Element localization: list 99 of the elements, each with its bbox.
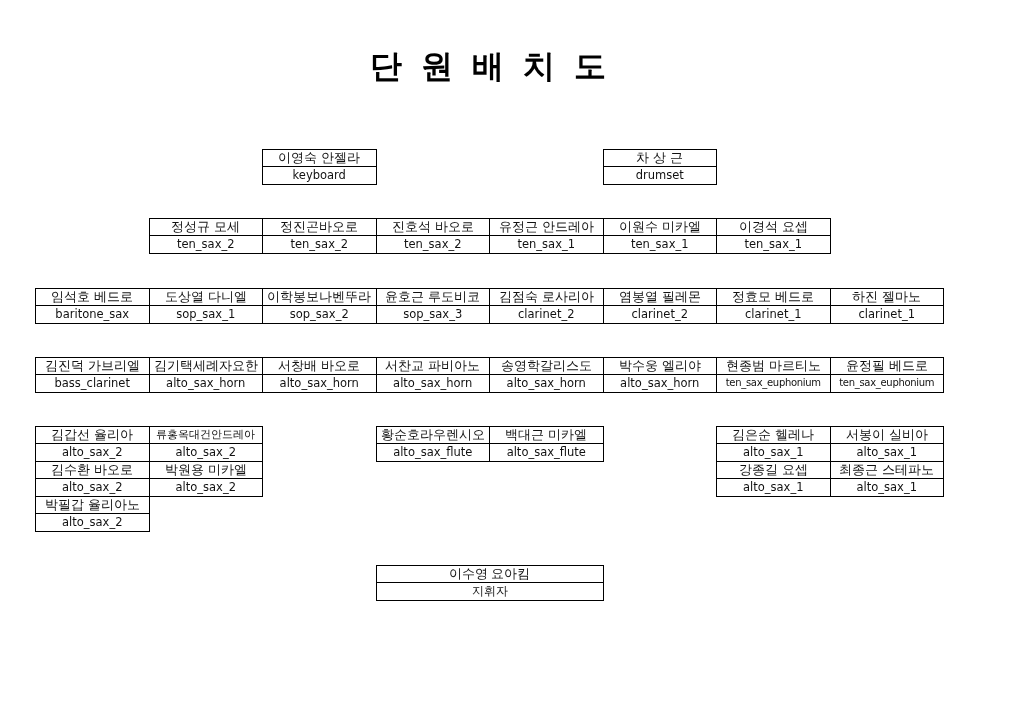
instrument-part: alto_sax_horn <box>392 375 474 392</box>
instrument-part: keyboard <box>291 167 347 184</box>
instrument-part: alto_sax_horn <box>619 375 701 392</box>
instrument-part: alto_sax_1 <box>742 444 805 461</box>
seat-box <box>716 357 831 393</box>
seat-box <box>489 288 604 324</box>
instrument-part: clarinet_1 <box>857 306 916 323</box>
instrument-part: ten_sax_euphonium <box>838 376 936 391</box>
player-name: 이수영 요아킴 <box>376 566 603 583</box>
instrument-part: sop_sax_3 <box>402 306 464 323</box>
instrument-part: ten_sax_1 <box>743 236 803 253</box>
seat-box <box>829 357 944 393</box>
seat-box <box>148 288 263 324</box>
instrument-part: clarinet_2 <box>517 306 576 323</box>
instrument-part: alto_sax_2 <box>61 514 124 531</box>
seat-box <box>262 218 377 254</box>
seat-box <box>35 288 150 324</box>
instrument-part: ten_sax_2 <box>175 236 236 253</box>
seat-box <box>262 357 377 393</box>
player-name: 이학봉보나벤뚜라 <box>263 289 376 306</box>
player-name: 백대근 미카엘 <box>490 427 603 444</box>
seat-box <box>375 288 490 324</box>
seat-box <box>262 149 377 185</box>
player-name: 박원용 미카엘 <box>149 462 262 479</box>
player-name: 김은순 헬레나 <box>717 427 830 444</box>
instrument-part: alto_sax_horn <box>505 375 587 392</box>
player-name: 서봉이 실비아 <box>830 427 943 444</box>
seat-box <box>602 288 717 324</box>
seat-box <box>262 288 377 324</box>
instrument-part: alto_sax_2 <box>174 444 237 461</box>
player-name: 김진덕 가브리엘 <box>36 358 149 375</box>
seat-box <box>148 218 263 254</box>
seat-box <box>489 426 604 462</box>
instrument-part: alto_sax_1 <box>742 479 805 496</box>
player-name: 이영숙 안젤라 <box>263 150 376 167</box>
instrument-part: 지휘자 <box>470 583 509 600</box>
instrument-part: ten_sax_1 <box>516 236 576 253</box>
player-name: 서창배 바오로 <box>263 358 376 375</box>
player-name: 하진 젤마노 <box>830 289 943 306</box>
seat-box <box>489 357 604 393</box>
seat-box <box>489 218 604 254</box>
seat-box <box>829 461 944 497</box>
seat-box <box>35 461 150 497</box>
player-name: 김점숙 로사리아 <box>490 289 603 306</box>
instrument-part: sop_sax_1 <box>175 306 237 323</box>
instrument-part: baritone_sax <box>54 306 131 323</box>
seat-box <box>148 357 263 393</box>
player-name: 윤정필 베드로 <box>830 358 943 375</box>
instrument-part: alto_sax_horn <box>165 375 247 392</box>
instrument-part: alto_sax_2 <box>61 444 124 461</box>
seat-box <box>375 357 490 393</box>
instrument-part: alto_sax_1 <box>855 444 918 461</box>
seat-box <box>602 149 717 185</box>
seat-box <box>716 461 831 497</box>
seat-box <box>716 288 831 324</box>
instrument-part: clarinet_2 <box>630 306 689 323</box>
instrument-part: ten_sax_2 <box>402 236 463 253</box>
instrument-part: ten_sax_2 <box>289 236 349 253</box>
player-name: 김갑선 율리아 <box>36 427 149 444</box>
seat-box <box>375 426 490 462</box>
player-name: 정효모 베드로 <box>717 289 830 306</box>
seat-box <box>829 288 944 324</box>
seat-box <box>35 357 150 393</box>
instrument-part: alto_sax_flute <box>505 444 587 461</box>
page-title: 단 원 배 치 도 <box>368 46 612 87</box>
instrument-part: alto_sax_2 <box>61 479 124 496</box>
player-name: 현종범 마르티노 <box>717 358 830 375</box>
instrument-part: ten_sax_1 <box>629 236 690 253</box>
instrument-part: alto_sax_flute <box>392 444 474 461</box>
instrument-part: clarinet_1 <box>744 306 803 323</box>
seat-box <box>716 426 831 462</box>
seat-box <box>35 426 150 462</box>
seat-box <box>148 426 263 462</box>
instrument-part: alto_sax_horn <box>278 375 360 392</box>
instrument-part: sop_sax_2 <box>288 306 350 323</box>
player-name: 김수환 바오로 <box>36 462 149 479</box>
instrument-part: alto_sax_2 <box>174 479 237 496</box>
instrument-part: ten_sax_euphonium <box>724 376 822 391</box>
player-name: 차 상 근 <box>603 150 716 167</box>
instrument-part: bass_clarinet <box>53 375 131 392</box>
seat-box <box>829 426 944 462</box>
player-name: 정진곤바오로 <box>263 219 376 236</box>
seat-box <box>602 357 717 393</box>
player-name: 임석호 베드로 <box>36 289 149 306</box>
player-name: 박필갑 율리아노 <box>36 497 149 514</box>
seat-box <box>375 218 490 254</box>
seat-box <box>716 218 831 254</box>
instrument-part: alto_sax_1 <box>855 479 918 496</box>
player-name: 류홍옥대건안드레아 <box>149 427 262 444</box>
seat-box <box>375 565 604 601</box>
seat-box <box>602 218 717 254</box>
player-name: 이경석 요셉 <box>717 219 830 236</box>
seat-box <box>148 461 263 497</box>
instrument-part: drumset <box>634 167 685 184</box>
player-name: 최종근 스테파노 <box>830 462 943 479</box>
seat-box <box>35 496 150 532</box>
player-name: 강종길 요셉 <box>717 462 830 479</box>
player-name: 송영학갈리스도 <box>490 358 603 375</box>
player-name: 유정근 안드레아 <box>490 219 603 236</box>
